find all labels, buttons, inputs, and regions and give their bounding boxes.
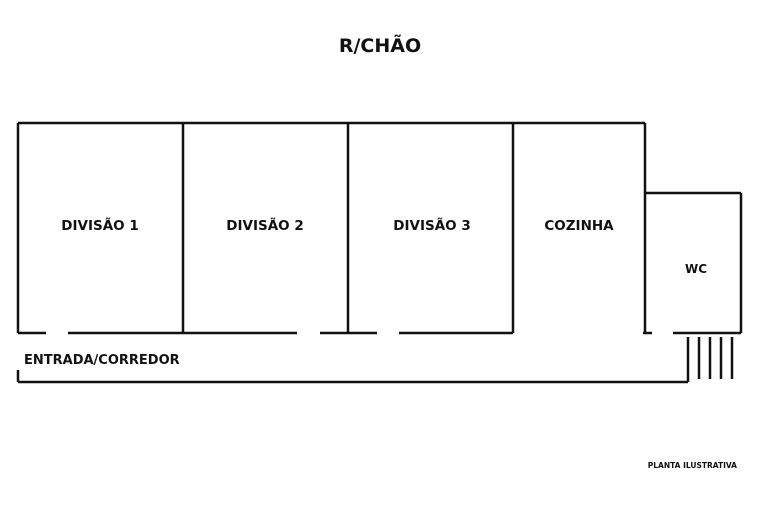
floor-title: R/CHÃO: [339, 33, 421, 57]
room-label-divisao-2: DIVISÃO 2: [226, 217, 303, 234]
room-label-wc: WC: [685, 262, 707, 276]
room-label-cozinha: COZINHA: [544, 218, 614, 234]
room-label-divisao-1: DIVISÃO 1: [61, 217, 138, 234]
plan-note: PLANTA ILUSTRATIVA: [648, 461, 737, 470]
stairs: [686, 337, 734, 382]
corridor-label: ENTRADA/CORREDOR: [24, 353, 180, 368]
room-label-divisao-3: DIVISÃO 3: [393, 217, 470, 234]
